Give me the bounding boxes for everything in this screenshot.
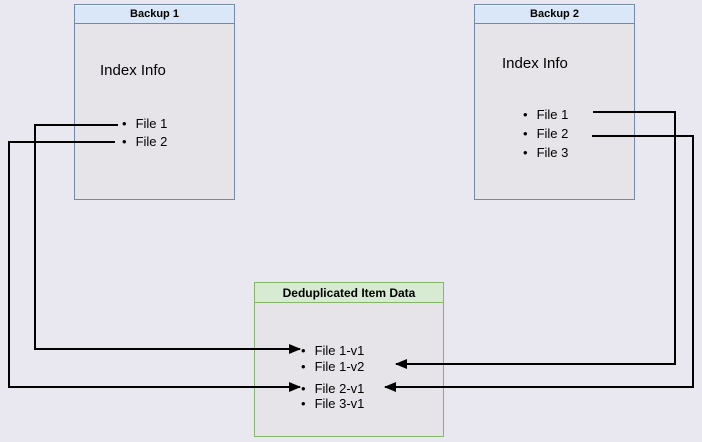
list-item: File 3 <box>523 143 569 162</box>
list-item: File 1 <box>523 105 569 124</box>
deduplicated-item-data-box: Deduplicated Item Data File 1-v1 File 1-… <box>254 282 444 437</box>
backup2-title: Backup 2 <box>475 5 634 24</box>
backup1-file-list: File 1 File 2 <box>122 115 168 151</box>
backup2-file-list: File 1 File 2 File 3 <box>523 105 569 162</box>
backup2-index-info-label: Index Info <box>502 55 568 72</box>
dedup-title: Deduplicated Item Data <box>255 283 443 303</box>
list-item: File 3-v1 <box>301 396 365 412</box>
backup1-title: Backup 1 <box>75 5 234 24</box>
backup2-box: Backup 2 Index Info File 1 File 2 File 3 <box>474 4 635 200</box>
list-item: File 1-v2 <box>301 359 365 375</box>
backup1-index-info-label: Index Info <box>100 62 166 79</box>
list-item: File 2 <box>122 133 168 151</box>
list-item: File 2-v1 <box>301 381 365 397</box>
backup1-box: Backup 1 Index Info File 1 File 2 <box>74 4 235 200</box>
list-item: File 2 <box>523 124 569 143</box>
list-item: File 1 <box>122 115 168 133</box>
list-item: File 1-v1 <box>301 343 365 359</box>
